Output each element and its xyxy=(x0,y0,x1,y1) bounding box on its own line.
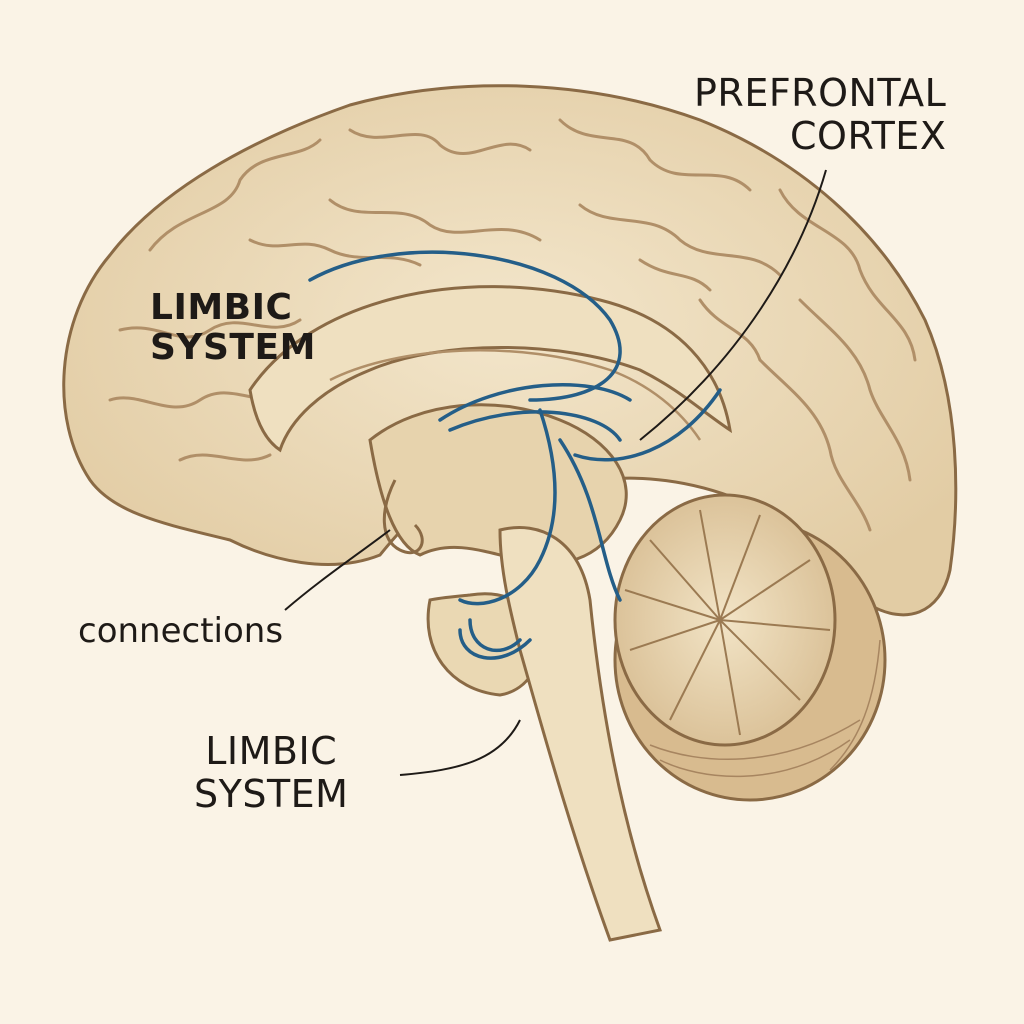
label-limbic-lower-line1: LIMBIC xyxy=(205,729,338,773)
label-prefrontal-line1: PREFRONTAL xyxy=(694,71,947,115)
label-connections: connections xyxy=(78,612,283,650)
label-prefrontal-cortex: PREFRONTAL CORTEX xyxy=(694,72,946,157)
leader-limbic-lower xyxy=(399,719,521,776)
limbic-pathways xyxy=(308,250,722,660)
label-limbic-system-lower: LIMBIC SYSTEM xyxy=(194,730,348,815)
label-limbic-upper-line1: LIMBIC xyxy=(150,287,293,328)
cortical-folds xyxy=(108,118,917,532)
leader-prefrontal xyxy=(639,169,827,441)
brainstem xyxy=(498,526,663,942)
label-limbic-system-upper: LIMBIC SYSTEM xyxy=(150,287,316,369)
label-connections-text: connections xyxy=(78,611,284,651)
label-limbic-lower-line2: SYSTEM xyxy=(194,771,349,816)
leader-lines xyxy=(284,169,827,776)
cerebellum xyxy=(613,493,887,802)
leader-connections xyxy=(284,529,391,611)
label-limbic-upper-line2: SYSTEM xyxy=(150,327,316,369)
label-prefrontal-line2: CORTEX xyxy=(790,113,947,158)
corpus-callosum xyxy=(248,285,733,453)
